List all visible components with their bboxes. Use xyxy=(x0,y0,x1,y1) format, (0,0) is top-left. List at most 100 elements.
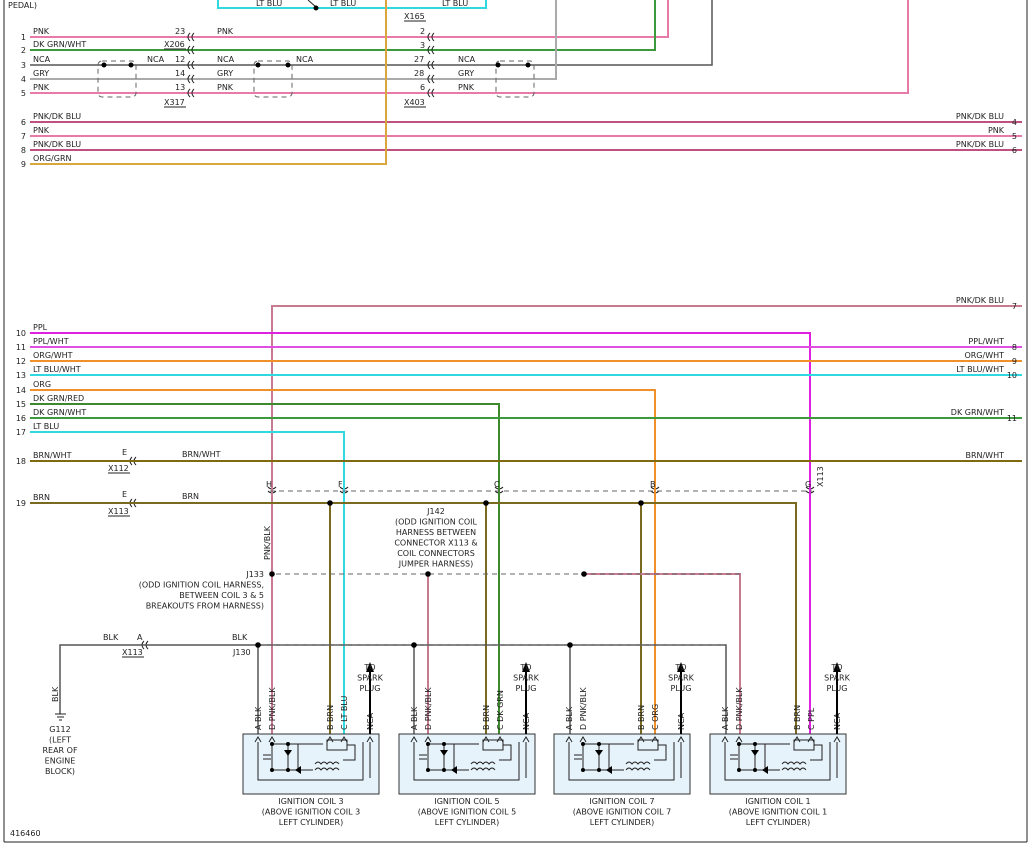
pin-h: H xyxy=(266,480,272,489)
wire-10-ppl xyxy=(30,332,811,738)
svg-text:G112: G112 xyxy=(49,725,70,734)
coil-pin-label: B BRN xyxy=(482,705,491,730)
splice-j133-label: J133(ODD IGNITION COIL HARNESS,BETWEEN C… xyxy=(139,570,264,611)
svg-text:NCA: NCA xyxy=(458,55,476,64)
svg-text:REAR OF: REAR OF xyxy=(42,746,77,755)
coil-name: LEFT CYLINDER) xyxy=(279,818,343,827)
coil-pin-label: C DK GRN xyxy=(496,690,505,730)
pedal-label: PEDAL) xyxy=(8,1,37,10)
wire-7-pnkdkblu xyxy=(271,305,1022,574)
svg-text:E: E xyxy=(122,490,127,499)
conn-x112: X112 xyxy=(108,464,129,473)
svg-text:CONNECTOR X113 &: CONNECTOR X113 & xyxy=(394,539,477,548)
wire-4-gry xyxy=(30,0,557,80)
left-wire-label: NCA xyxy=(33,55,51,64)
left-wire-num: 7 xyxy=(21,132,26,141)
spark-plug-label: SPARK xyxy=(513,674,539,683)
right-wire-label: PPL/WHT xyxy=(968,337,1004,346)
conn-x317: X317 xyxy=(164,98,185,107)
wire-17-ltblu xyxy=(30,431,345,738)
top-cyan-box xyxy=(217,0,487,9)
svg-text:A: A xyxy=(137,633,143,642)
left-wire-num: 2 xyxy=(21,46,26,55)
svg-text:BLOCK): BLOCK) xyxy=(45,767,75,776)
left-wire-label: PNK/DK BLU xyxy=(33,140,81,149)
coil-pin-label: D PNK/BLK xyxy=(735,687,744,730)
svg-text:BRN: BRN xyxy=(182,492,199,501)
coil-name: (ABOVE IGNITION COIL 1 xyxy=(729,808,827,817)
svg-text:BETWEEN COIL 3 & 5: BETWEEN COIL 3 & 5 xyxy=(179,591,264,600)
coil-name: (ABOVE IGNITION COIL 5 xyxy=(418,808,516,817)
top-lt-blu-1: LT BLU xyxy=(256,0,282,8)
coil-pin-label: D PNK/BLK xyxy=(579,687,588,730)
pin-b: B xyxy=(650,480,656,489)
splice-j130-label: J130 xyxy=(232,648,251,657)
svg-text:27: 27 xyxy=(414,55,424,64)
svg-text:13: 13 xyxy=(175,83,185,92)
coil-pin-label: D PNK/BLK xyxy=(268,687,277,730)
coil-pin-label: A BLK xyxy=(565,706,574,730)
coil-pin-label: D PNK/BLK xyxy=(424,687,433,730)
conn-x113-vert: X113 xyxy=(816,466,825,487)
left-wire-label: DK GRN/RED xyxy=(33,394,84,403)
top-lt-blu-2: LT BLU xyxy=(330,0,356,8)
svg-text:12: 12 xyxy=(175,55,185,64)
wire-3-nca xyxy=(30,0,713,66)
svg-text:J142: J142 xyxy=(426,507,445,516)
right-wire-num: 4 xyxy=(1012,118,1017,127)
right-wire-num: 5 xyxy=(1012,132,1017,141)
left-wire-num: 5 xyxy=(21,89,26,98)
left-wire-label: ORG/WHT xyxy=(33,351,73,360)
coil-pin-label: A BLK xyxy=(721,706,730,730)
svg-text:23: 23 xyxy=(175,27,185,36)
coil-name: (ABOVE IGNITION COIL 3 xyxy=(262,808,360,817)
spark-plug-label: PLUG xyxy=(360,684,381,693)
svg-text:PNK: PNK xyxy=(217,27,234,36)
spark-plug-label: SPARK xyxy=(357,674,383,683)
top-splice xyxy=(313,5,319,11)
coil-pin-label: C ORG xyxy=(651,704,660,730)
coil-name: IGNITION COIL 7 xyxy=(589,797,654,806)
right-wire-num: 6 xyxy=(1012,146,1017,155)
right-wire-label: PNK/DK BLU xyxy=(956,112,1004,121)
right-wire-num: 8 xyxy=(1012,343,1017,352)
svg-text:NCA: NCA xyxy=(296,55,314,64)
svg-text:BLK: BLK xyxy=(103,633,119,642)
svg-text:14: 14 xyxy=(175,69,185,78)
wire-1-pnk xyxy=(30,0,669,38)
svg-text:GRY: GRY xyxy=(217,69,233,78)
spark-plug-label: TO xyxy=(674,663,686,672)
left-wire-num: 8 xyxy=(21,146,26,155)
svg-text:BLK: BLK xyxy=(51,686,60,702)
conn-x403: X403 xyxy=(404,98,425,107)
left-wire-num: 17 xyxy=(16,428,26,437)
svg-text:(ODD IGNITION COIL: (ODD IGNITION COIL xyxy=(395,518,477,527)
spark-plug-label: TO xyxy=(363,663,375,672)
left-wire-label: PNK/DK BLU xyxy=(33,112,81,121)
wire-5-pnk xyxy=(30,0,909,94)
left-wire-label: ORG/GRN xyxy=(33,154,72,163)
left-wire-num: 9 xyxy=(21,160,26,169)
left-wire-num: 13 xyxy=(16,371,26,380)
coil-name: LEFT CYLINDER) xyxy=(746,818,810,827)
left-wire-num: 10 xyxy=(16,329,26,338)
svg-text:28: 28 xyxy=(414,69,424,78)
right-wire-label: BRN/WHT xyxy=(965,451,1004,460)
coil-pin-label: C LT BLU xyxy=(340,696,349,730)
pin-labels-b: 2 3 NCA 27 NCA 28 GRY 6 PNK xyxy=(296,27,476,92)
svg-text:6: 6 xyxy=(420,83,425,92)
svg-text:E: E xyxy=(122,448,127,457)
left-wire-label: PPL xyxy=(33,323,48,332)
right-wire-num: 11 xyxy=(1007,414,1017,423)
conn-x206: X206 xyxy=(164,40,185,49)
coil-name: IGNITION COIL 3 xyxy=(278,797,343,806)
svg-text:J133: J133 xyxy=(245,570,264,579)
coil-name: IGNITION COIL 5 xyxy=(434,797,499,806)
coil-pin-label: B BRN xyxy=(326,705,335,730)
left-wire-num: 14 xyxy=(16,386,26,395)
spark-plug-label: PLUG xyxy=(671,684,692,693)
